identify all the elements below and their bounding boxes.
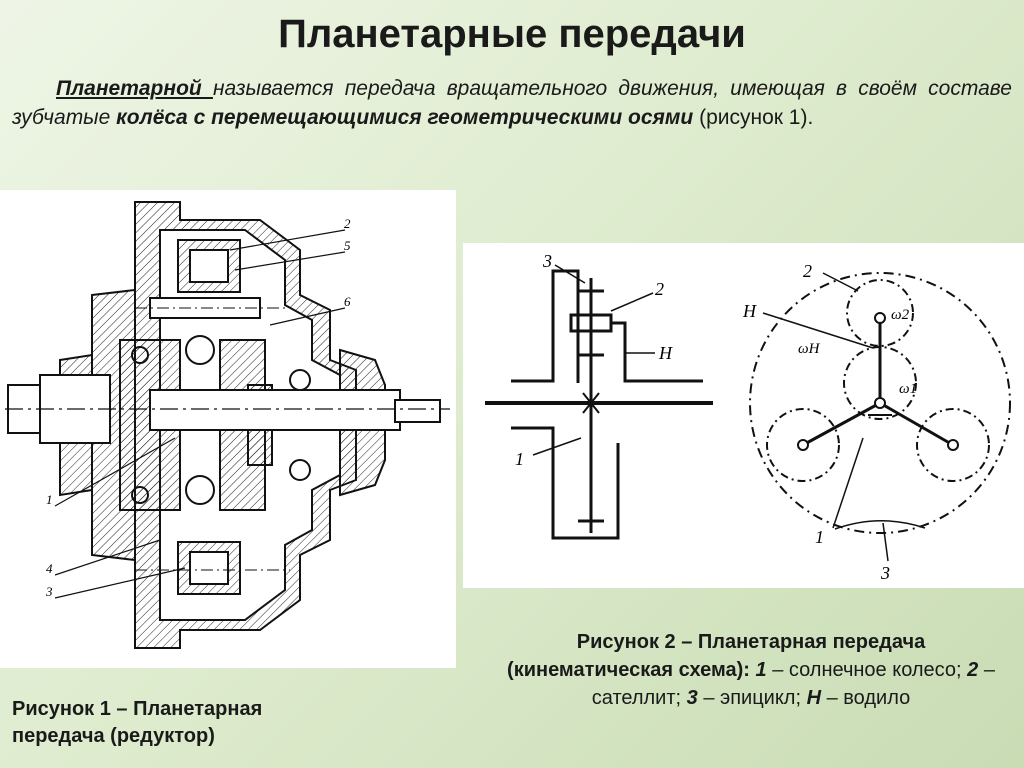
definition-text: называется передача вращательного движен…	[12, 77, 1012, 129]
page-title: Планетарные передачи	[278, 12, 746, 56]
caption-num-3: 3	[686, 687, 698, 709]
caption-num-1: 1	[755, 659, 767, 681]
caption-num-h: Н	[806, 687, 822, 709]
definition-emphasis: колёса с перемещающимися геометрическими…	[116, 106, 694, 129]
fig1-label-1: 1	[46, 492, 53, 507]
figure-1-caption-line1: Рисунок 1 – Планетарная	[12, 698, 263, 720]
figure-2-caption: Рисунок 2 – Планетарная передача (кинема…	[498, 628, 1004, 712]
fig1-label-2: 2	[344, 216, 351, 231]
kinematic-scheme-svg: 3 2 H 1 2 H ω2 ωH ω1 1 3	[485, 251, 1011, 583]
fig2-left-label-2: 2	[655, 279, 664, 299]
fig2-left-label-h: H	[658, 343, 673, 363]
fig1-label-4: 4	[46, 561, 53, 576]
caption-desc-h: – водило	[821, 687, 911, 709]
figure-1-caption: Рисунок 1 – Планетарная передача (редукт…	[12, 696, 452, 750]
definition-term: Планетарной	[56, 77, 213, 100]
fig2-right-label-omega2: ω2	[891, 307, 910, 323]
fig1-label-5: 5	[344, 238, 351, 253]
figure-2-kinematic-scheme: 3 2 H 1 2 H ω2 ωH ω1 1 3	[463, 243, 1024, 588]
caption-desc-1: – солнечное колесо;	[766, 659, 968, 681]
definition-reference: (рисунок 1).	[693, 106, 814, 129]
fig2-right-label-omegah: ωH	[798, 341, 821, 357]
fig2-right-label-2: 2	[803, 261, 812, 281]
fig2-right-label-h: H	[742, 301, 757, 321]
definition-paragraph: Планетарной называется передача вращател…	[12, 74, 1012, 132]
caption-desc-2: – сателлит;	[591, 659, 995, 709]
figure-1-reducer-drawing: 2 5 6 1 4 3	[0, 190, 456, 668]
fig2-right-label-1: 1	[815, 527, 824, 547]
fig2-left-label-1: 1	[515, 449, 524, 469]
figure-2-caption-title: Рисунок 2 – Планетарная передача (кинема…	[507, 631, 926, 681]
fig1-label-6: 6	[344, 294, 351, 309]
caption-num-2: 2	[967, 659, 979, 681]
caption-desc-3: – эпицикл;	[697, 687, 807, 709]
fig1-label-3: 3	[45, 584, 53, 599]
fig2-left-label-3: 3	[542, 251, 552, 271]
fig2-right-label-3: 3	[880, 563, 890, 583]
figure-1-caption-line2: передача (редуктор)	[12, 725, 215, 747]
fig2-right-label-omega1: ω1	[899, 381, 917, 397]
reducer-section-svg: 2 5 6 1 4 3	[5, 201, 450, 649]
